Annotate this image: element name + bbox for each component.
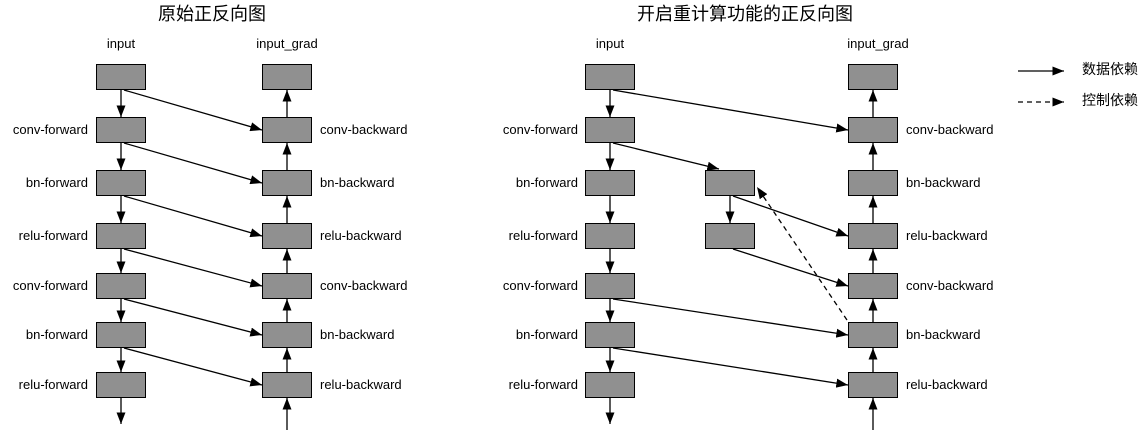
right-conv-backward-1-node xyxy=(848,117,898,143)
left-input-grad-node xyxy=(262,64,312,90)
left-bn-backward-2-node xyxy=(262,322,312,348)
right-backward-label-4: conv-backward xyxy=(906,278,994,293)
right-input-header: input xyxy=(595,36,625,51)
left-cross-dependency-arrows xyxy=(123,89,263,387)
left-forward-label-2: bn-forward xyxy=(25,175,88,190)
right-backward-label-2: bn-backward xyxy=(906,175,981,190)
right-forward-label-6: relu-forward xyxy=(508,377,578,392)
right-forward-label-5: bn-forward xyxy=(515,327,578,342)
left-conv-forward-2-node xyxy=(96,273,146,299)
arrow-left-conv-forward-2-to-bn-backward-2 xyxy=(123,298,263,337)
right-conv-backward-2-node xyxy=(848,273,898,299)
left-conv-forward-1-node xyxy=(96,117,146,143)
left-forward-label-4: conv-forward xyxy=(12,278,88,293)
right-forward-label-3: relu-forward xyxy=(508,228,578,243)
right-bn-backward-2-node xyxy=(848,322,898,348)
right-bn-forward-2-node xyxy=(585,322,635,348)
right-cross-dependency-arrows xyxy=(612,89,849,388)
right-forward-label-2: bn-forward xyxy=(515,175,578,190)
left-bn-backward-1-node xyxy=(262,170,312,196)
right-relu-forward-1-node xyxy=(585,223,635,249)
left-backward-label-5: bn-backward xyxy=(320,327,395,342)
left-backward-label-1: conv-backward xyxy=(320,122,408,137)
arrow-left-relu-forward-1-to-conv-backward-2 xyxy=(123,248,263,288)
right-backward-label-1: conv-backward xyxy=(906,122,994,137)
right-backward-label-6: relu-backward xyxy=(906,377,988,392)
legend-control-dependency-label: 控制依赖 xyxy=(1082,94,1138,109)
right-forward-label-1: conv-forward xyxy=(502,122,578,137)
legend-arrows xyxy=(1018,66,1064,107)
left-backward-label-2: bn-backward xyxy=(320,175,395,190)
arrow-right-conv-forward-2-to-bn-backward-2 xyxy=(612,298,849,338)
left-relu-forward-1-node xyxy=(96,223,146,249)
left-forward-label-5: bn-forward xyxy=(25,327,88,342)
left-relu-backward-2-node xyxy=(262,372,312,398)
right-backward-label-3: relu-backward xyxy=(906,228,988,243)
arrow-left-conv-forward-1-to-bn-backward-1 xyxy=(123,142,263,185)
recompute-relu-forward-node xyxy=(705,223,755,249)
left-backward-label-4: conv-backward xyxy=(320,278,408,293)
arrow-left-bn-forward-2-to-relu-backward-2 xyxy=(123,347,263,387)
right-conv-forward-1-node xyxy=(585,117,635,143)
right-relu-forward-2-node xyxy=(585,372,635,398)
left-bn-forward-2-node xyxy=(96,322,146,348)
arrow-right-conv-forward-1-to-recompute-bn xyxy=(612,142,720,171)
arrow-right-bn-forward-2-to-relu-backward-2 xyxy=(612,347,849,388)
right-conv-forward-2-node xyxy=(585,273,635,299)
recompute-bn-forward-node xyxy=(705,170,755,196)
right-relu-backward-2-node xyxy=(848,372,898,398)
arrow-left-input-to-conv-backward-1 xyxy=(123,89,263,132)
left-input-grad-header: input_grad xyxy=(256,36,318,51)
legend-data-dependency-label: 数据依赖 xyxy=(1082,63,1138,78)
left-relu-forward-2-node xyxy=(96,372,146,398)
right-forward-label-4: conv-forward xyxy=(502,278,578,293)
left-bn-forward-1-node xyxy=(96,170,146,196)
left-conv-backward-2-node xyxy=(262,273,312,299)
arrow-left-bn-forward-1-to-relu-backward-1 xyxy=(123,195,263,238)
left-diagram-title: 原始正反向图 xyxy=(158,4,266,24)
arrow-recompute-relu-to-conv-backward-2 xyxy=(732,248,849,287)
right-input-grad-node xyxy=(848,64,898,90)
right-diagram-title: 开启重计算功能的正反向图 xyxy=(637,4,853,24)
left-forward-label-1: conv-forward xyxy=(12,122,88,137)
arrow-right-input-to-conv-backward-1 xyxy=(612,89,849,133)
left-backward-label-3: relu-backward xyxy=(320,228,402,243)
arrow-recompute-bn-to-relu-backward-1 xyxy=(732,195,849,237)
left-input-node xyxy=(96,64,146,90)
left-backward-label-6: relu-backward xyxy=(320,377,402,392)
right-backward-label-5: bn-backward xyxy=(906,327,981,342)
right-bn-backward-1-node xyxy=(848,170,898,196)
left-conv-backward-1-node xyxy=(262,117,312,143)
control-dependency-bn-backward-2-to-recompute-bn xyxy=(756,186,848,321)
right-input-node xyxy=(585,64,635,90)
left-forward-label-3: relu-forward xyxy=(18,228,88,243)
right-input-grad-header: input_grad xyxy=(847,36,909,51)
left-forward-label-6: relu-forward xyxy=(18,377,88,392)
left-input-header: input xyxy=(106,36,136,51)
left-relu-backward-1-node xyxy=(262,223,312,249)
right-relu-backward-1-node xyxy=(848,223,898,249)
right-bn-forward-1-node xyxy=(585,170,635,196)
